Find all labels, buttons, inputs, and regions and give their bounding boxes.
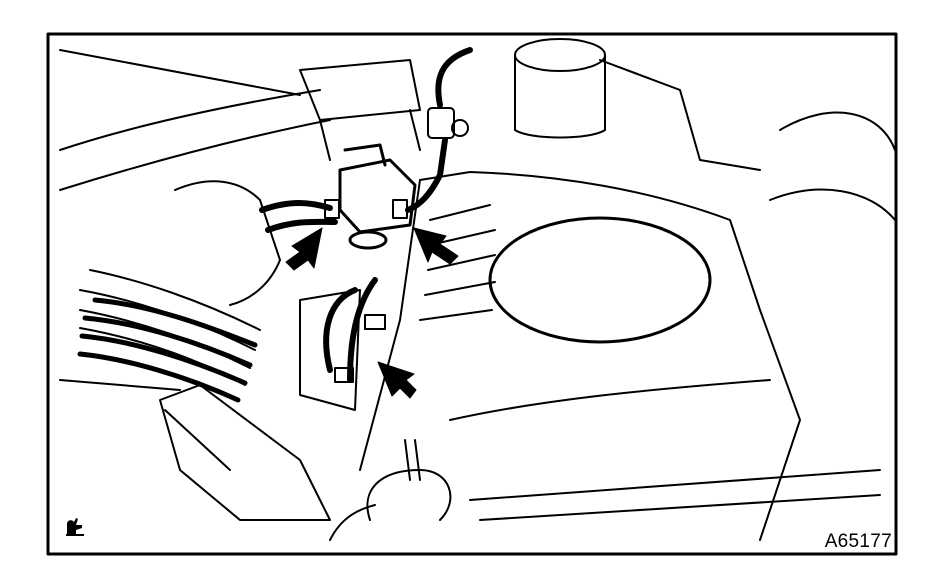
figure-code: A65177 <box>824 531 892 552</box>
bracket-housing <box>299 59 421 161</box>
corrugated-hose <box>77 297 258 403</box>
callout-arrows <box>285 227 459 399</box>
vsv-valve <box>338 143 417 250</box>
air-cleaner-box <box>359 171 881 541</box>
arrow-right-port <box>413 227 459 265</box>
vacuum-hoses <box>259 47 473 383</box>
engine-cover <box>159 289 361 521</box>
arrow-lower-port <box>377 361 417 399</box>
hose-clamps <box>324 107 469 383</box>
hand-wrench-icon <box>66 518 84 536</box>
intake-duct <box>59 49 331 391</box>
diagram-border <box>46 32 898 556</box>
canister <box>514 38 896 221</box>
arrow-left-port <box>285 227 323 271</box>
dipstick-and-hand <box>329 439 452 541</box>
